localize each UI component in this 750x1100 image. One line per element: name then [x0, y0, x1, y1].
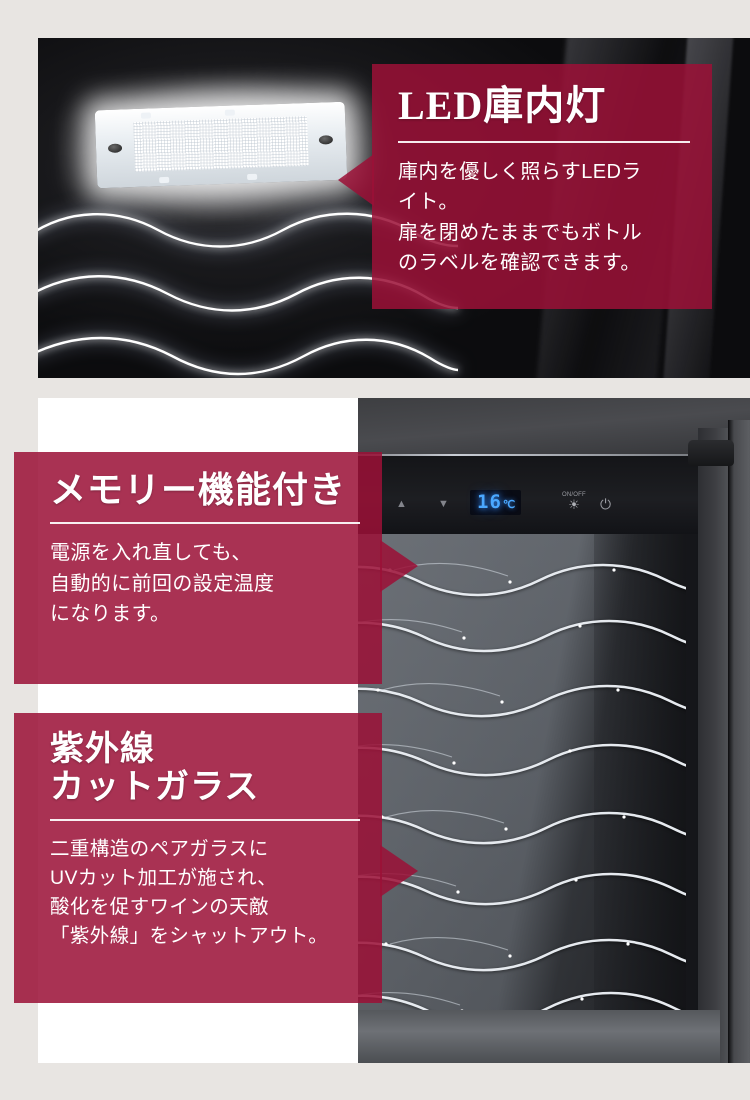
led-tab [159, 176, 170, 184]
feature-description: 庫内を優しく照らすLEDラ イト。 扉を閉めたままでもボトル のラベルを確認でき… [398, 160, 643, 274]
pointer-arrow-right-icon [380, 540, 418, 592]
title-divider [398, 140, 690, 143]
led-tab [224, 109, 235, 116]
led-diffuser-panel [133, 115, 309, 173]
feature-description: 二重構造のペアガラスに UVカット加工が施され、 酸化を促すワインの天敵 「紫外… [50, 838, 329, 947]
temperature-unit: ℃ [502, 499, 516, 511]
shelf-wire-glow [38, 334, 459, 378]
led-tab [247, 173, 258, 181]
feature-title: メモリー機能付き [50, 470, 347, 510]
light-bulb-icon: ☀ [568, 497, 580, 512]
feature-title: LED庫内灯 [398, 83, 607, 128]
glass-door-dark-band [594, 534, 686, 1034]
led-light-fixture [55, 66, 387, 228]
temperature-up-icon[interactable]: ▲ [396, 498, 407, 510]
light-onoff-label: ON/OFF [562, 492, 586, 498]
feature-description: 電源を入れ直しても、 自動的に前回の設定温度 になります。 [50, 542, 275, 626]
temperature-display: 16 ℃ [470, 490, 522, 515]
feature-title-line2: カットガラス [50, 769, 260, 807]
cooler-bottom-panel [300, 1010, 720, 1063]
title-divider [50, 819, 360, 822]
pointer-arrow-right-icon [380, 845, 418, 897]
cooler-control-panel[interactable]: ▲ ▼ 16 ℃ ON/OFF ☀ ⏻ [348, 482, 648, 522]
door-hinge-cap [688, 440, 734, 466]
title-divider [50, 522, 360, 525]
wine-shelf-rack [314, 682, 686, 724]
feature-title-line1: 紫外線 [50, 731, 155, 768]
temperature-value: 16 [477, 491, 502, 513]
power-button-icon[interactable]: ⏻ [600, 496, 612, 512]
feature-card-led-interior-light: LED庫内灯 庫内を優しく照らすLEDラ イト。 扉を閉めたままでもボトル のラ… [338, 64, 712, 309]
feature-card-memory-function: メモリー機能付き 電源を入れ直しても、 自動的に前回の設定温度 になります。 [14, 452, 418, 684]
interior-light-button[interactable]: ON/OFF ☀ [562, 492, 586, 512]
temperature-down-icon[interactable]: ▼ [438, 498, 449, 510]
cooler-right-edge [728, 420, 750, 1063]
feature-card-uv-cut-glass: 紫外線 カットガラス 二重構造のペアガラスに UVカット加工が施され、 酸化を促… [14, 713, 418, 1003]
pointer-arrow-left-icon [338, 154, 374, 206]
led-tab [140, 112, 152, 119]
